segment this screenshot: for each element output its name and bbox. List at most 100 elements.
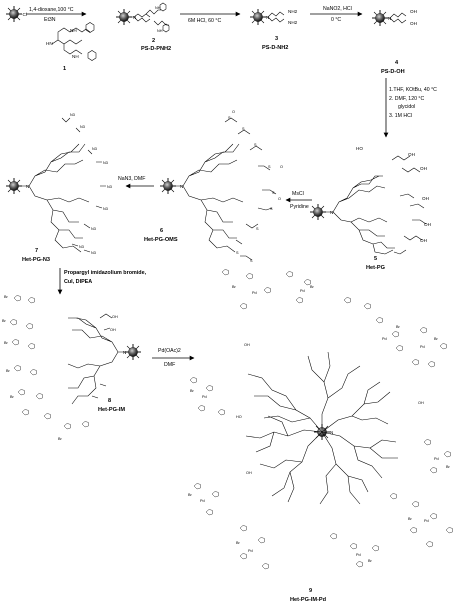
- n-label: N: [133, 15, 136, 20]
- n-label-c5: N: [330, 210, 333, 215]
- compound-7-name: Het-PG-N3: [22, 257, 50, 263]
- compound-7-structure: N N3 N3 N3 N3 N3 N3 N3 N3 N3 7 Het-PG-N3: [5, 113, 112, 263]
- arrow-8-line-1: Pd(OAc)2: [158, 348, 181, 354]
- bromide-label-f: Br: [58, 437, 63, 441]
- ho-label-c5: HO: [356, 146, 363, 151]
- oh-label-c9-a: OH: [244, 343, 250, 347]
- azide-label-b: N3: [80, 125, 85, 129]
- compound-9-number: 9: [309, 588, 312, 594]
- bromide-label-c: Br: [4, 341, 9, 345]
- arrow-5-line-2: Pyridine: [290, 204, 309, 210]
- azide-label-h: N3: [79, 245, 84, 249]
- azide-label-i: N3: [91, 251, 96, 255]
- arrow-3-line-1: NaNO2, HCl: [323, 6, 352, 12]
- sulfur-label-d: S: [268, 165, 271, 169]
- bromide-pd-e: Br: [446, 465, 451, 469]
- azide-label-a: N3: [70, 113, 75, 117]
- palladium-label-c: Pd: [382, 337, 387, 341]
- n-label-c8: N: [123, 350, 126, 355]
- oh-label-upper: OH: [410, 9, 417, 14]
- compound-6-number: 6: [160, 228, 163, 234]
- sulfur-label-b: S: [242, 127, 245, 131]
- arrow-2-line-1: 6M HCl, 60 °C: [188, 18, 221, 24]
- arrow-3-line-2: 0 °C: [331, 17, 341, 23]
- oh-label-c8-b: OH: [110, 328, 116, 332]
- compound-3-structure: N NH2 NH2 3 PS-D-NH2: [249, 8, 298, 51]
- sulfur-label-h: S: [236, 251, 239, 255]
- palladium-label-d: Pd: [420, 345, 425, 349]
- compound-4-name: PS-D-OH: [381, 69, 405, 75]
- n-label-c3: N: [266, 15, 269, 20]
- azide-label-g: N3: [91, 227, 96, 231]
- oxygen-label-c: O: [278, 197, 281, 201]
- sulfur-label-f: S: [270, 207, 273, 211]
- compound-5-name: Het-PG: [366, 265, 385, 271]
- amine-label-nh: NH: [70, 28, 77, 33]
- sulfur-label-e: S: [272, 191, 275, 195]
- compound-8-name: Het-PG-IM: [98, 407, 125, 413]
- arrow-4-line-4: 3. 1M HCl: [389, 113, 412, 119]
- n-label-c4: N: [388, 16, 391, 21]
- oh-label-c9-b: OH: [418, 401, 424, 405]
- chlorine-label: Cl: [23, 12, 27, 17]
- arrow-7-line-1: Propargyl imidazolium bromide,: [64, 270, 147, 276]
- bromide-pd-j: Br: [190, 389, 195, 393]
- oh-label-c5-d: OH: [424, 222, 431, 227]
- oxygen-label-a: O: [232, 110, 235, 114]
- palladium-label-e: Pd: [434, 457, 439, 461]
- compound-5-structure: N OH OH OH OH OH HO 5 Het-PG: [309, 146, 431, 271]
- oh-label-lower: OH: [410, 21, 417, 26]
- oh-label-c8-a: OH: [112, 315, 118, 319]
- bromide-pd-c: Br: [396, 325, 401, 329]
- oxygen-label-b: O: [280, 165, 283, 169]
- core-chloro: Cl: [5, 5, 27, 23]
- bromide-label-d: Br: [6, 369, 11, 373]
- bromide-label-a: Br: [4, 295, 9, 299]
- nh-label-upper: NH: [155, 6, 161, 10]
- n-label-c6: N: [180, 184, 183, 189]
- compound-2-number: 2: [152, 38, 155, 44]
- bromide-pd-b: Br: [310, 285, 315, 289]
- palladium-label-f: Pd: [424, 519, 429, 523]
- compound-1-structure: HN NH NH 1: [46, 22, 97, 72]
- amine-label-nh2: NH: [72, 54, 79, 59]
- pd-complex-rings: [189, 269, 453, 570]
- compound-7-number: 7: [35, 248, 38, 254]
- compound-4-number: 4: [395, 60, 399, 66]
- arrow-1-line-1: 1,4-dioxane,100 °C: [29, 7, 74, 13]
- arrow-8-line-2: DMF: [164, 362, 175, 368]
- compound-6-structure: N S S S S S S S S S O O O 6 Het-PG-OMS: [144, 110, 283, 263]
- bromide-pd-d: Br: [434, 337, 439, 341]
- bromide-pd-a: Br: [232, 285, 237, 289]
- compound-8-structure: N Br Br Br Br Br Br OH OH 8 Het-PG-IM: [2, 295, 142, 441]
- palladium-label-a: Pd: [252, 291, 257, 295]
- bromide-pd-h: Br: [236, 541, 241, 545]
- bromide-label-b: Br: [2, 319, 7, 323]
- compound-8-number: 8: [108, 398, 111, 404]
- oh-label-c5-e: OH: [420, 238, 427, 243]
- azide-label-d: N3: [103, 161, 108, 165]
- compound-9-name: Het-PG-IM-Pd: [290, 597, 327, 603]
- nh-label-lower: NH: [157, 29, 163, 33]
- nh2-label-lower: NH2: [288, 20, 298, 25]
- compound-9-structure: N Pd Pd Pd Pd Pd Pd Pd Pd Pd Pd Br Br Br…: [188, 269, 453, 603]
- bromide-pd-g: Br: [368, 559, 373, 563]
- sulfur-label-c: S: [254, 143, 257, 147]
- compound-3-name: PS-D-NH2: [262, 45, 288, 51]
- oh-label-c5-b: OH: [420, 166, 427, 171]
- azide-label-f: N3: [103, 207, 108, 211]
- sulfur-label-g: S: [256, 227, 259, 231]
- arrow-5-line-1: MsCl: [292, 191, 304, 197]
- arrow-4-line-3: glycidol: [398, 104, 415, 110]
- palladium-label-i: Pd: [200, 499, 205, 503]
- arrow-6-line-1: NaN3, DMF: [118, 176, 145, 182]
- bromide-label-e: Br: [10, 395, 15, 399]
- compound-2-structure: N NH NH 2 PS-D-PNH2: [115, 2, 171, 52]
- compound-4-structure: N OH OH 4 PS-D-OH: [371, 9, 417, 75]
- sulfur-label-i: S: [250, 259, 253, 263]
- oh-label-c9-c: OH: [246, 471, 252, 475]
- azide-label-e: N3: [107, 185, 112, 189]
- arrow-7-line-2: CuI, DIPEA: [64, 279, 92, 285]
- sulfur-label-a: S: [228, 116, 231, 120]
- amine-label-hn: HN: [46, 41, 53, 46]
